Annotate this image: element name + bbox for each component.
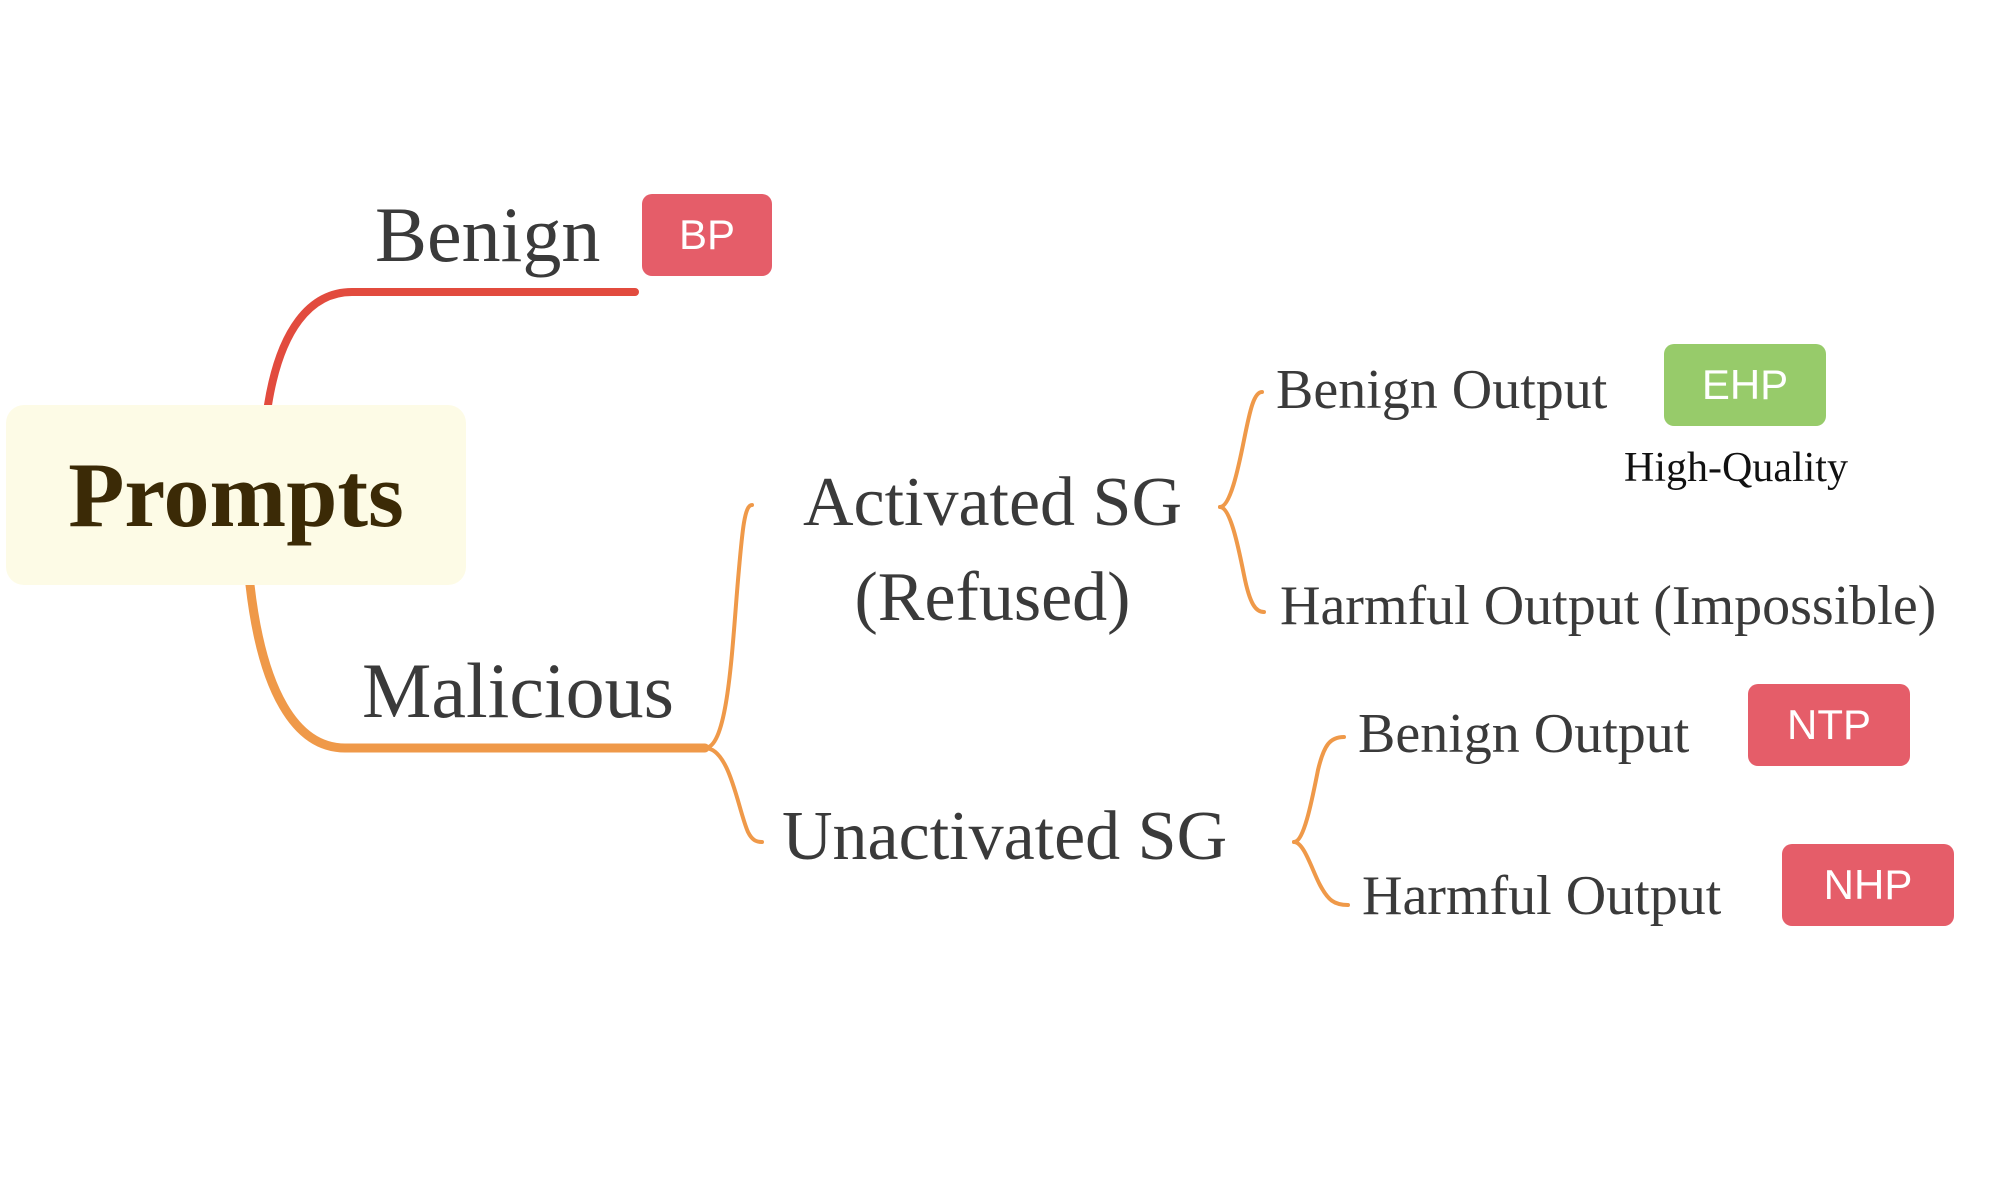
brace-activated [1218, 390, 1264, 509]
activated-benign-output: Benign Output [1276, 359, 1608, 421]
nhp-tag: NHP [1782, 844, 1954, 926]
root-label: Prompts [68, 444, 404, 546]
activated-harmful-output: Harmful Output (Impossible) [1280, 575, 1937, 637]
benign-node: Benign [375, 191, 601, 278]
connector-malicious [245, 580, 710, 753]
bp-tag: BP [642, 194, 772, 276]
unactivated-harmful-output: Harmful Output [1362, 865, 1722, 927]
activated-sg-node-line2: (Refused) [854, 559, 1131, 636]
connector-benign [264, 288, 639, 409]
activated-sg-node-line1: Activated SG [802, 464, 1183, 541]
malicious-node: Malicious [362, 647, 674, 734]
connector-unactivated [703, 746, 764, 844]
ehp-tag: EHP [1664, 344, 1826, 426]
brace-unactivated [1292, 735, 1346, 844]
high-quality-note: High-Quality [1624, 445, 1848, 491]
ntp-tag: NTP [1748, 684, 1910, 766]
unactivated-benign-output: Benign Output [1358, 703, 1690, 765]
root-node: Prompts [6, 405, 466, 585]
connector-activated [703, 503, 754, 750]
unactivated-sg-node: Unactivated SG [782, 798, 1228, 875]
